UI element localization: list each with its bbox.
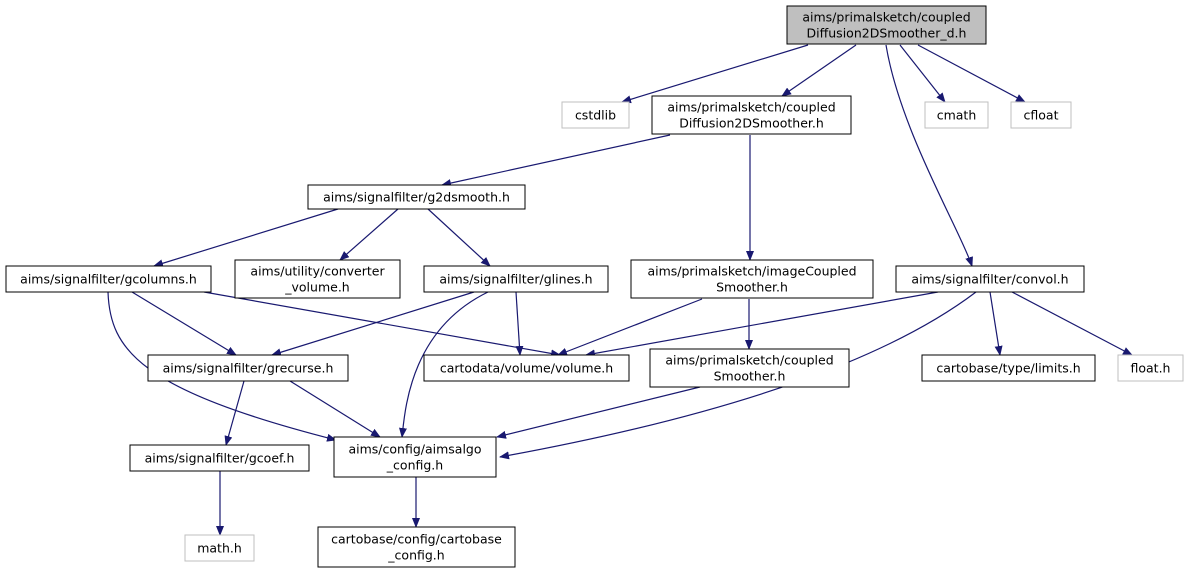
node-conv[interactable]: aims/utility/converter_volume.h bbox=[234, 259, 401, 299]
node-cmath: cmath bbox=[924, 101, 989, 129]
node-label: cartodata/volume/volume.h bbox=[440, 361, 613, 376]
node-label: cstdlib bbox=[575, 108, 616, 123]
node-label: cfloat bbox=[1024, 108, 1059, 123]
node-gcoef[interactable]: aims/signalfilter/gcoef.h bbox=[129, 444, 310, 472]
node-label: _volume.h bbox=[284, 280, 349, 295]
edge-glines-to-aimsalgo bbox=[399, 291, 489, 438]
edge-glines-to-vol bbox=[515, 291, 524, 356]
node-box bbox=[1117, 354, 1184, 382]
node-label: cartobase/config/cartobase bbox=[331, 532, 502, 547]
node-grec[interactable]: aims/signalfilter/grecurse.h bbox=[147, 354, 349, 382]
node-label: _config.h bbox=[386, 458, 443, 473]
node-box bbox=[423, 265, 609, 293]
edge-root-to-cstdlib bbox=[621, 44, 809, 104]
node-label: Smoother.h bbox=[716, 280, 788, 295]
edge-ics-to-vol bbox=[557, 298, 703, 356]
node-label: math.h bbox=[197, 541, 242, 556]
node-box bbox=[307, 184, 526, 210]
node-box bbox=[5, 265, 212, 293]
node-label: Smoother.h bbox=[714, 369, 786, 384]
node-label: aims/primalsketch/coupled bbox=[667, 100, 835, 115]
node-box bbox=[423, 354, 630, 382]
edge-gcol-to-grec bbox=[131, 291, 237, 356]
edge-root-to-convol bbox=[885, 44, 973, 267]
edge-convol-to-floath bbox=[1011, 291, 1133, 356]
node-box bbox=[649, 348, 850, 388]
node-label: aims/signalfilter/g2dsmooth.h bbox=[323, 190, 510, 205]
node-root[interactable]: aims/primalsketch/coupledDiffusion2DSmoo… bbox=[786, 5, 987, 45]
node-mathh: math.h bbox=[184, 534, 255, 562]
edge-gcol-to-vol bbox=[203, 291, 561, 358]
node-box bbox=[921, 354, 1096, 382]
node-label: cmath bbox=[937, 108, 977, 123]
node-label: aims/signalfilter/grecurse.h bbox=[163, 361, 334, 376]
node-label: Diffusion2DSmoother.h bbox=[679, 116, 824, 131]
node-box bbox=[129, 444, 310, 472]
node-glines[interactable]: aims/signalfilter/glines.h bbox=[423, 265, 609, 293]
edge-g2d-to-gcol bbox=[153, 208, 339, 268]
edge-g2d-to-glines bbox=[427, 208, 491, 267]
node-label: aims/primalsketch/coupled bbox=[665, 353, 833, 368]
node-limits[interactable]: cartobase/type/limits.h bbox=[921, 354, 1096, 382]
node-box bbox=[184, 534, 255, 562]
node-label: float.h bbox=[1131, 361, 1171, 376]
node-label: aims/signalfilter/gcolumns.h bbox=[20, 272, 197, 287]
node-label: _config.h bbox=[387, 548, 444, 563]
node-cartobase[interactable]: cartobase/config/cartobase_config.h bbox=[317, 526, 516, 568]
edge-cs-to-aimsalgo bbox=[496, 386, 701, 439]
edge-root-to-cmath bbox=[899, 44, 946, 103]
node-box bbox=[1010, 101, 1072, 129]
node-label: aims/config/aimsalgo bbox=[348, 442, 481, 457]
nodes-layer: aims/primalsketch/coupledDiffusion2DSmoo… bbox=[5, 5, 1184, 568]
edge-g2d-to-conv bbox=[339, 208, 399, 261]
node-cfloat: cfloat bbox=[1010, 101, 1072, 129]
node-label: aims/primalsketch/imageCoupled bbox=[647, 264, 856, 279]
edge-grec-to-aimsalgo bbox=[289, 380, 381, 438]
node-g2d[interactable]: aims/signalfilter/g2dsmooth.h bbox=[307, 184, 526, 210]
node-label: Diffusion2DSmoother_d.h bbox=[807, 26, 967, 41]
node-label: aims/primalsketch/coupled bbox=[802, 10, 970, 25]
node-box bbox=[561, 101, 630, 129]
edge-convol-to-vol bbox=[585, 291, 939, 358]
node-label: aims/signalfilter/gcoef.h bbox=[145, 451, 295, 466]
node-box bbox=[147, 354, 349, 382]
node-aimsalgo[interactable]: aims/config/aimsalgo_config.h bbox=[333, 436, 497, 478]
node-label: aims/signalfilter/convol.h bbox=[911, 272, 1068, 287]
node-box bbox=[317, 526, 516, 568]
node-cstdlib: cstdlib bbox=[561, 101, 630, 129]
node-box bbox=[895, 265, 1085, 293]
node-box bbox=[234, 259, 401, 299]
edge-convol-to-limits bbox=[989, 291, 1003, 356]
node-cds[interactable]: aims/primalsketch/coupledDiffusion2DSmoo… bbox=[651, 95, 852, 135]
edge-cds-to-g2d bbox=[441, 134, 671, 187]
node-box bbox=[924, 101, 989, 129]
node-box bbox=[630, 259, 874, 299]
node-box bbox=[786, 5, 987, 45]
edge-glines-to-grec bbox=[271, 291, 475, 357]
node-gcol[interactable]: aims/signalfilter/gcolumns.h bbox=[5, 265, 212, 293]
node-convol[interactable]: aims/signalfilter/convol.h bbox=[895, 265, 1085, 293]
node-label: cartobase/type/limits.h bbox=[936, 361, 1080, 376]
node-floath: float.h bbox=[1117, 354, 1184, 382]
node-box bbox=[333, 436, 497, 478]
node-box bbox=[651, 95, 852, 135]
node-label: aims/utility/converter bbox=[250, 264, 385, 279]
edge-root-to-cds bbox=[781, 44, 857, 97]
node-label: aims/signalfilter/glines.h bbox=[439, 272, 592, 287]
edge-grec-to-gcoef bbox=[224, 380, 245, 446]
edge-root-to-cfloat bbox=[917, 44, 1026, 103]
node-vol[interactable]: cartodata/volume/volume.h bbox=[423, 354, 630, 382]
